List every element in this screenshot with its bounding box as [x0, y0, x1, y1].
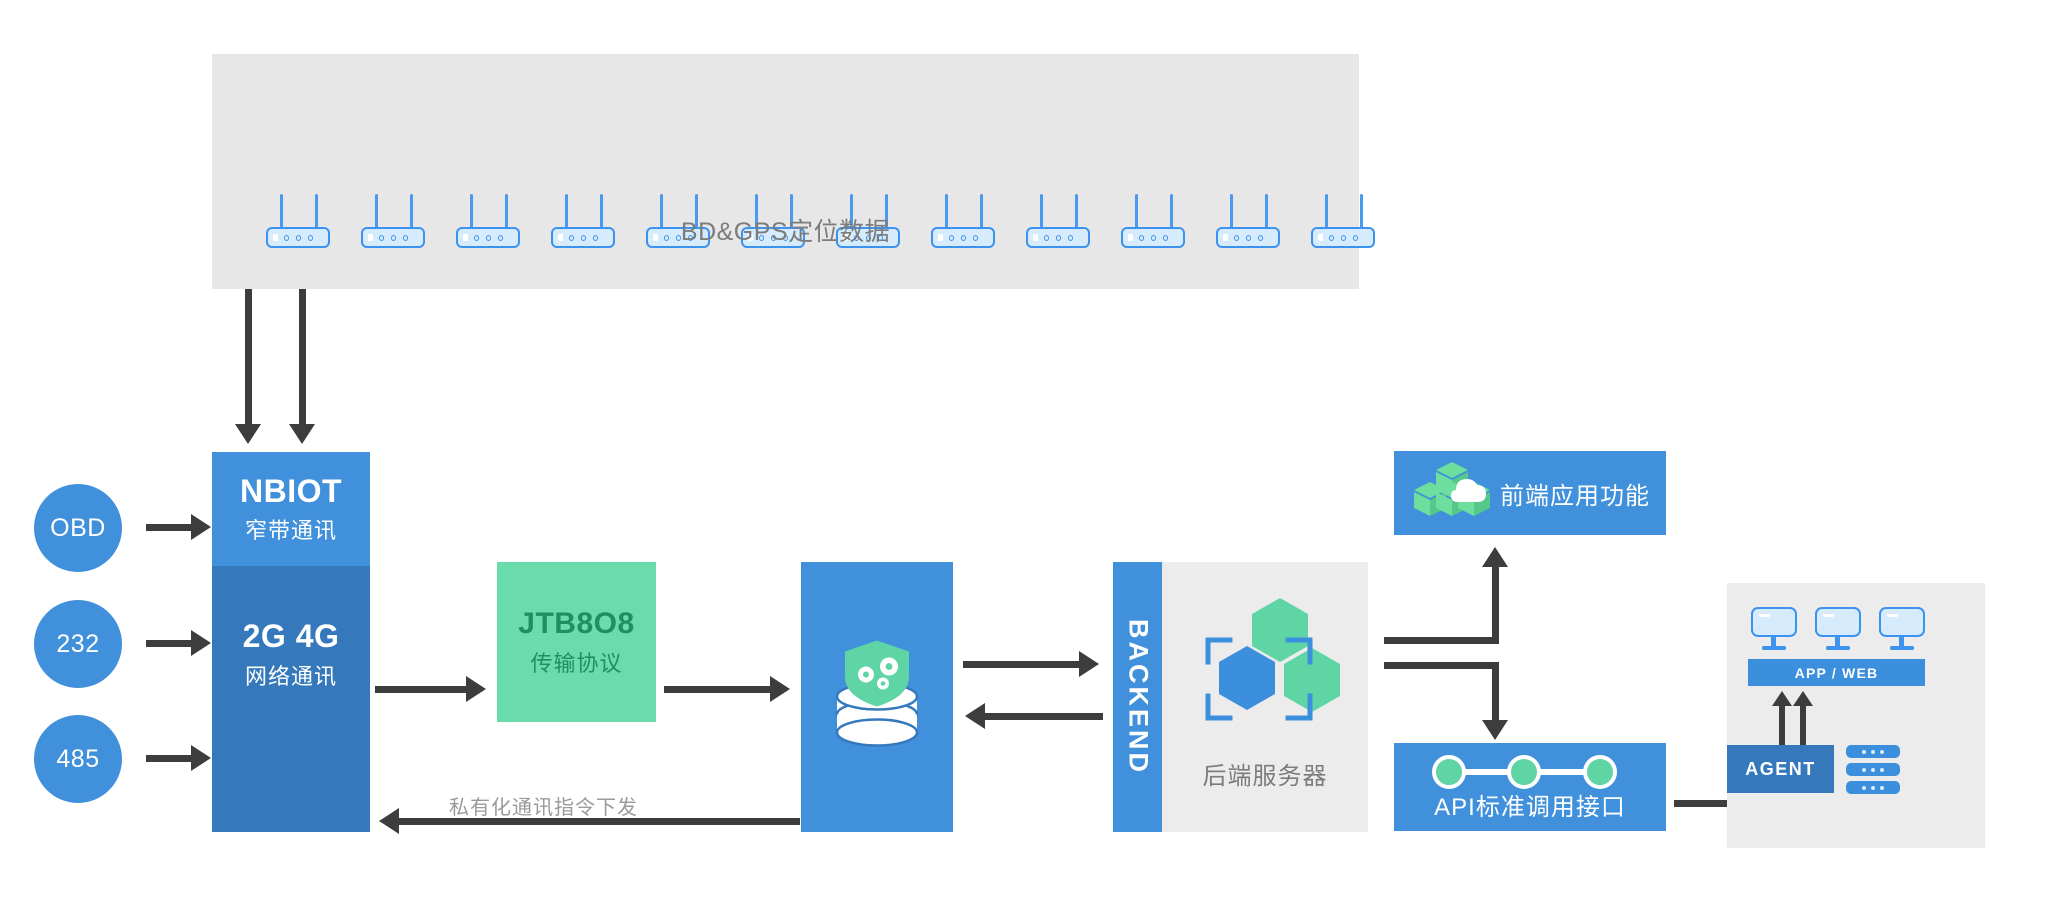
- protocol-title: JTB8O8: [518, 606, 635, 640]
- hexagon-nodes-scan-icon: [1162, 586, 1368, 746]
- database-shield-gears-icon: [823, 639, 931, 756]
- input-232[interactable]: 232: [34, 600, 122, 688]
- nbiot-section[interactable]: NBIOT 窄带通讯: [212, 452, 370, 566]
- router-icon: [836, 194, 902, 250]
- router-icon: [1311, 194, 1377, 250]
- network-title: 2G 4G: [242, 618, 340, 654]
- frontend-label: 前端应用功能: [1500, 482, 1650, 510]
- server-rack-icon: [1846, 781, 1900, 794]
- router-icon: [1026, 194, 1092, 250]
- gps-device-band: BD&GPS定位数据: [212, 54, 1375, 289]
- agent-box[interactable]: AGENT: [1727, 745, 1834, 793]
- cloud-cubes-icon: [1408, 460, 1494, 527]
- router-icon: [931, 194, 997, 250]
- router-icon: [551, 194, 617, 250]
- server-rack-icon: [1846, 745, 1900, 758]
- api-block[interactable]: API标准调用接口: [1394, 743, 1666, 831]
- router-icon: [1216, 194, 1282, 250]
- router-icon: [741, 194, 807, 250]
- backend-block[interactable]: BACKEND 后端服务器: [1113, 562, 1368, 832]
- nodes-chain-icon: [1427, 755, 1622, 794]
- downlink-label: 私有化通讯指令下发: [449, 797, 638, 819]
- router-icon: [266, 194, 332, 250]
- app-web-bar[interactable]: APP / WEB: [1748, 659, 1925, 686]
- router-icon: [361, 194, 427, 250]
- router-icon: [456, 194, 522, 250]
- input-485[interactable]: 485: [34, 715, 122, 803]
- router-icon-row: [212, 54, 1375, 289]
- api-label: API标准调用接口: [1434, 794, 1626, 821]
- backend-caption: 后端服务器: [1202, 763, 1328, 790]
- monitor-icon: [1751, 607, 1797, 653]
- nbiot-subtitle: 窄带通讯: [244, 518, 337, 544]
- network-subtitle: 网络通讯: [244, 663, 337, 689]
- network-section[interactable]: 2G 4G 网络通讯: [212, 566, 370, 832]
- router-icon: [646, 194, 712, 250]
- monitor-icon: [1815, 607, 1861, 653]
- router-icon: [1121, 194, 1187, 250]
- frontend-block[interactable]: 前端应用功能: [1394, 451, 1666, 535]
- communication-module[interactable]: NBIOT 窄带通讯 2G 4G 网络通讯: [212, 452, 370, 832]
- input-obd[interactable]: OBD: [34, 484, 122, 572]
- monitor-icon: [1879, 607, 1925, 653]
- server-rack-icon: [1846, 763, 1900, 776]
- backend-strip: BACKEND: [1113, 562, 1162, 832]
- nbiot-title: NBIOT: [239, 472, 343, 509]
- protocol-subtitle: 传输协议: [530, 650, 623, 676]
- band-label: BD&GPS定位数据: [680, 218, 891, 246]
- protocol-block[interactable]: JTB8O8 传输协议: [497, 562, 656, 722]
- backend-strip-label: BACKEND: [1123, 619, 1153, 775]
- client-panel: APP / WEB AGENT: [1727, 583, 1985, 848]
- database-block[interactable]: [801, 562, 953, 832]
